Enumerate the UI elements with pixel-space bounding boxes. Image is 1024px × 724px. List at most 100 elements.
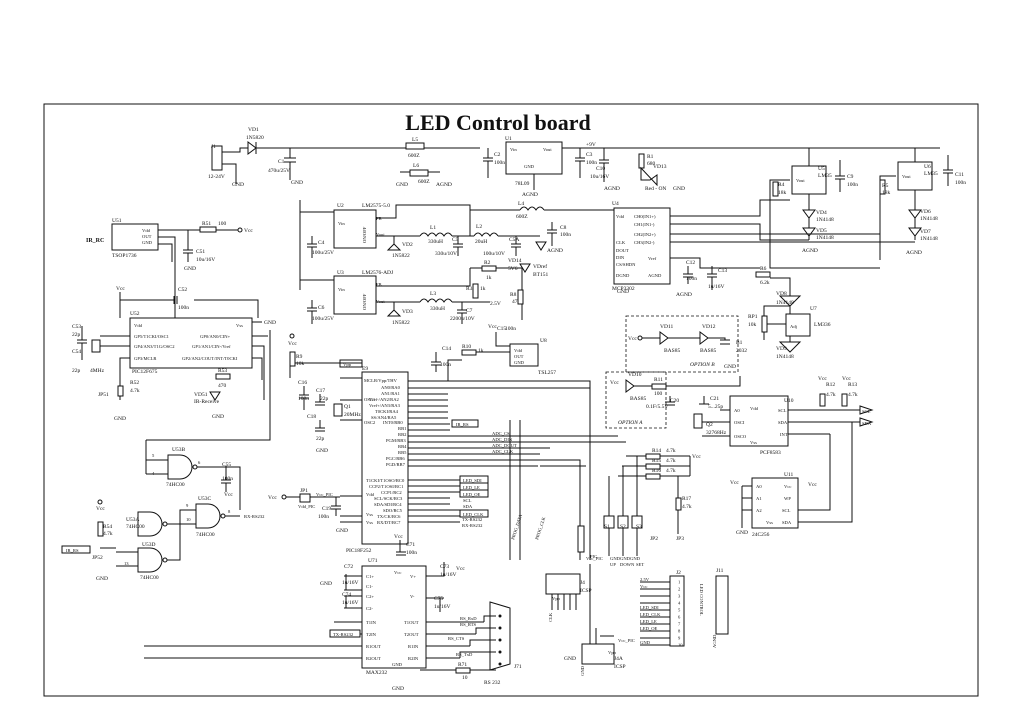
svg-text:GND: GND bbox=[564, 656, 576, 662]
svg-text:U52: U52 bbox=[130, 311, 140, 317]
svg-text:GND: GND bbox=[392, 686, 404, 692]
svg-text:U53D: U53D bbox=[142, 542, 155, 548]
svg-text:4.7k: 4.7k bbox=[848, 392, 858, 398]
svg-text:S3: S3 bbox=[636, 524, 642, 530]
svg-text:Vcc: Vcc bbox=[610, 380, 619, 386]
capacitor-c71 bbox=[396, 540, 406, 556]
svg-text:AGND: AGND bbox=[712, 634, 717, 648]
svg-text:SCL: SCL bbox=[778, 408, 787, 413]
svg-text:PIC: PIC bbox=[590, 554, 597, 559]
resistor-r1 bbox=[638, 153, 645, 169]
svg-text:Vdd: Vdd bbox=[750, 406, 759, 411]
svg-text:RS_CTS: RS_CTS bbox=[448, 636, 465, 641]
svg-text:IR_RS: IR_RS bbox=[66, 548, 79, 553]
svg-text:VD1: VD1 bbox=[248, 127, 259, 133]
u10-body bbox=[729, 395, 789, 447]
connector-j1 bbox=[211, 145, 223, 171]
inductor-l2 bbox=[473, 232, 499, 237]
svg-text:C10: C10 bbox=[596, 166, 605, 172]
svg-text:PGM/RB3: PGM/RB3 bbox=[386, 438, 406, 443]
svg-text:J2: J2 bbox=[676, 570, 681, 576]
svg-text:PROG_CLK: PROG_CLK bbox=[534, 516, 546, 541]
svg-text:IR_RS: IR_RS bbox=[456, 422, 469, 427]
svg-text:U2: U2 bbox=[337, 203, 344, 209]
switching-regulator-u3: U3 LM2576-ADJ Vin FB Vout ON/OFF C6 100u… bbox=[300, 260, 524, 326]
crystal-q2 bbox=[693, 413, 703, 429]
svg-text:TSL257: TSL257 bbox=[538, 370, 556, 376]
svg-text:T1OUT: T1OUT bbox=[404, 620, 419, 625]
svg-text:LM336: LM336 bbox=[814, 322, 831, 328]
svg-text:CLK: CLK bbox=[548, 612, 553, 622]
svg-text:4.7k: 4.7k bbox=[666, 458, 676, 464]
gate-u53d bbox=[137, 547, 163, 573]
svg-text:SDA: SDA bbox=[463, 504, 473, 509]
svg-text:R1: R1 bbox=[647, 154, 654, 160]
svg-text:Vin: Vin bbox=[510, 147, 517, 152]
svg-text:C2+: C2+ bbox=[366, 594, 374, 599]
resistor-r8 bbox=[517, 289, 524, 305]
resistor-r52 bbox=[117, 385, 124, 397]
option-b-box: OPTION B Vcc VD11 BAS85 VD12 BAS85 B1 20… bbox=[625, 315, 747, 373]
svg-text:1u/16V: 1u/16V bbox=[708, 284, 725, 290]
capacitor-c18 bbox=[315, 420, 325, 432]
rs232-connector-j71: RS_RxD RS_RTS RS_CTS RS_TxD J71 RS 232 R… bbox=[420, 601, 522, 686]
nand-gates: U53B 74HC00 5 4 6 U53C 74HC00 9 10 8 RX-… bbox=[61, 330, 271, 582]
svg-text:J71: J71 bbox=[514, 664, 522, 670]
svg-text:AGND: AGND bbox=[604, 186, 620, 192]
svg-text:Vdd: Vdd bbox=[366, 492, 375, 497]
svg-text:GND: GND bbox=[620, 556, 631, 561]
svg-text:600Z: 600Z bbox=[516, 214, 528, 220]
sheet-border bbox=[43, 103, 979, 697]
j2-pin-label: LED_LE bbox=[640, 619, 657, 624]
svg-text:Vdd: Vdd bbox=[514, 348, 523, 353]
svg-text:1N5822: 1N5822 bbox=[392, 320, 410, 326]
svg-text:1N4148: 1N4148 bbox=[920, 216, 938, 222]
svg-text:C5: C5 bbox=[452, 237, 459, 243]
svg-text:330uH: 330uH bbox=[428, 239, 443, 245]
svg-text:5: 5 bbox=[152, 453, 155, 458]
resistor-r51 bbox=[199, 226, 217, 233]
svg-text:2200u/10V: 2200u/10V bbox=[450, 316, 475, 322]
svg-text:Vcc: Vcc bbox=[96, 506, 105, 512]
svg-text:AGND: AGND bbox=[436, 182, 452, 188]
svg-text:SCL: SCL bbox=[463, 498, 472, 503]
svg-text:C20: C20 bbox=[670, 398, 679, 404]
inductor-l3 bbox=[419, 298, 453, 303]
svg-text:LM35: LM35 bbox=[924, 171, 938, 177]
svg-text:100: 100 bbox=[218, 221, 227, 227]
svg-text:1u/16V: 1u/16V bbox=[342, 580, 359, 586]
svg-text:C17: C17 bbox=[316, 388, 325, 394]
svg-text:100u/25V: 100u/25V bbox=[312, 316, 334, 322]
svg-text:C2-: C2- bbox=[366, 606, 373, 611]
u71-body bbox=[361, 565, 427, 669]
svg-text:SCL: SCL bbox=[862, 409, 871, 414]
svg-text:100n: 100n bbox=[847, 182, 858, 188]
svg-text:20MHz: 20MHz bbox=[344, 412, 361, 418]
svg-text:SDA: SDA bbox=[778, 420, 788, 425]
svg-text:Vss: Vss bbox=[750, 440, 757, 445]
svg-text:C12: C12 bbox=[686, 260, 695, 266]
svg-text:U53A: U53A bbox=[126, 517, 139, 523]
svg-text:600Z: 600Z bbox=[418, 179, 430, 185]
svg-text:C13: C13 bbox=[718, 268, 727, 274]
j2-pin-number: 10 bbox=[678, 643, 683, 648]
resistor-r10 bbox=[461, 349, 477, 356]
svg-text:R9: R9 bbox=[296, 354, 303, 360]
svg-text:Vout: Vout bbox=[543, 147, 552, 152]
svg-text:100n: 100n bbox=[406, 550, 417, 556]
svg-text:GND: GND bbox=[524, 164, 535, 169]
svg-text:A1: A1 bbox=[756, 496, 762, 501]
capacitor-c5 bbox=[452, 235, 474, 256]
svg-text:A0: A0 bbox=[734, 408, 740, 413]
svg-text:Vcc: Vcc bbox=[808, 482, 817, 488]
svg-text:470u/25V: 470u/25V bbox=[268, 168, 290, 174]
svg-text:DIN: DIN bbox=[616, 255, 625, 260]
svg-text:1u/16V: 1u/16V bbox=[434, 604, 451, 610]
svg-text:100n: 100n bbox=[560, 232, 571, 238]
svg-text:R8: R8 bbox=[510, 292, 517, 298]
svg-text:Vcc: Vcc bbox=[224, 492, 233, 498]
capacitor-c52 bbox=[173, 296, 178, 304]
capacitor-c9 bbox=[835, 160, 845, 192]
svg-text:GP0/AN0/CIN+: GP0/AN0/CIN+ bbox=[200, 334, 231, 339]
